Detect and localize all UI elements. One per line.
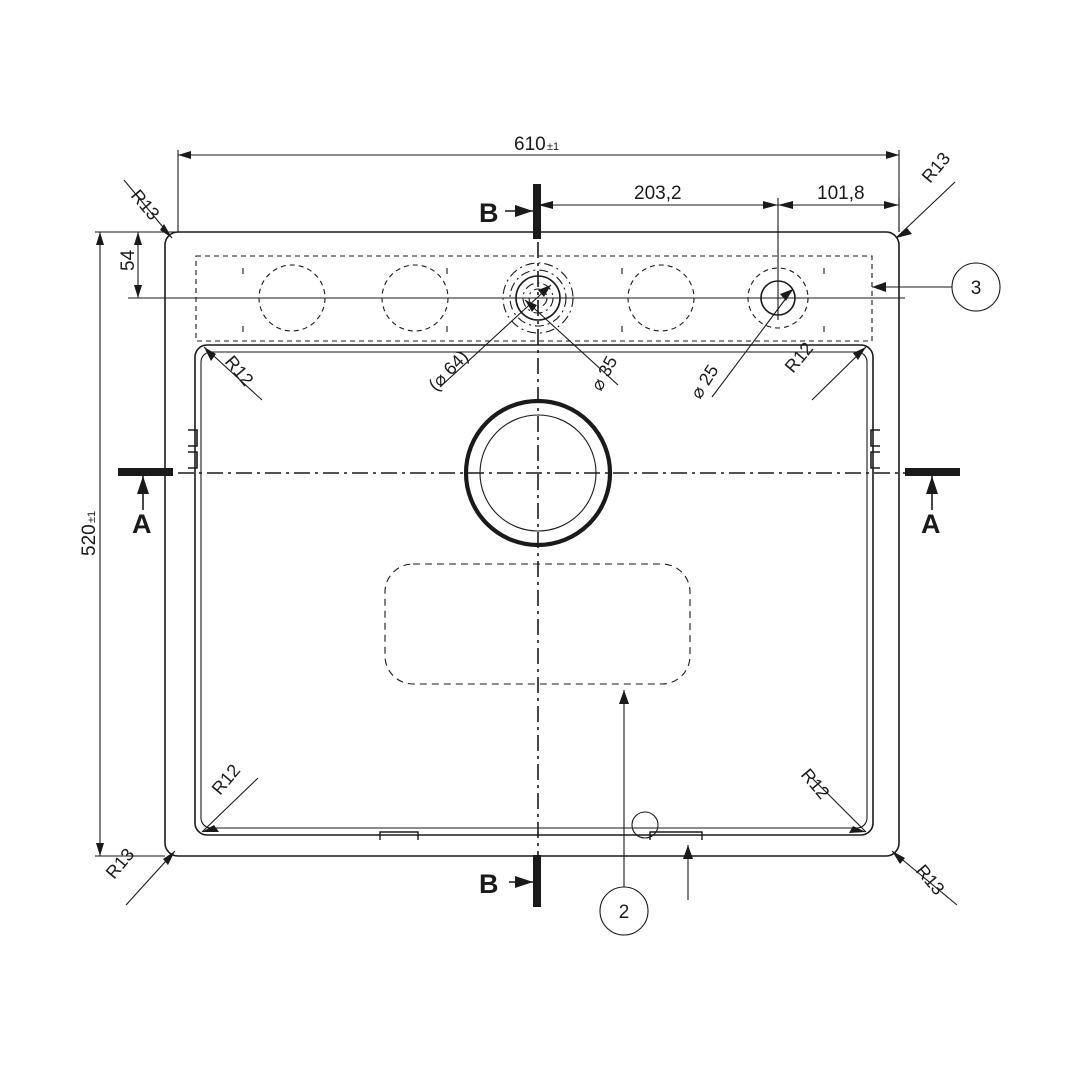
dim-520-label: 520 — [79, 524, 100, 556]
section-mark-b-bottom — [509, 855, 541, 907]
bowl-bottom-tabs — [379, 831, 703, 840]
section-mark-a-left — [118, 468, 173, 510]
label-diameter-64: (⌀ 64) — [424, 346, 472, 394]
label-diameter-35: ⌀ 35 — [587, 353, 621, 394]
deck-tick-marks — [242, 268, 825, 332]
label-r12-top-left: R12 — [221, 352, 258, 390]
label-section-a-left: A — [132, 509, 152, 539]
radius-leader-r12-top-right — [811, 346, 867, 401]
balloon-3[interactable]: 3 — [872, 262, 1001, 312]
radius-leader-r13-bottom-left — [125, 850, 176, 906]
dim-610-tolerance: ±1 — [547, 141, 559, 153]
radius-leader-r13-top-right — [895, 181, 956, 239]
label-r13-top-left: R13 — [127, 186, 164, 224]
diameter-leader-35 — [524, 299, 619, 386]
label-section-a-right: A — [921, 509, 941, 539]
radius-leader-r13-bottom-right — [891, 850, 958, 906]
balloon-2-label: 2 — [619, 902, 630, 923]
diameter-leader-64 — [439, 284, 552, 388]
dim-520-tolerance: ±1 — [86, 511, 98, 523]
label-r12-bottom-left: R12 — [208, 760, 245, 798]
label-diameter-25: ⌀ 25 — [686, 361, 722, 402]
dimension-deck-depth — [128, 231, 182, 299]
bowl-outer-wall — [194, 344, 874, 836]
label-r12-top-right: R12 — [781, 338, 818, 376]
label-r12-bottom-right: R12 — [797, 765, 834, 803]
label-section-b-bottom: B — [479, 869, 499, 899]
label-r13-bottom-left: R13 — [102, 844, 139, 882]
outer-rim-outline — [164, 231, 900, 857]
label-section-b-top: B — [479, 198, 499, 228]
balloon-2[interactable]: 2 — [599, 690, 649, 936]
bowl-inner-wall — [200, 351, 868, 829]
bottom-detail-arrow — [683, 845, 693, 900]
label-r13-top-right: R13 — [918, 148, 955, 186]
dimension-hole-spacing — [538, 198, 900, 320]
diameter-leader-25 — [711, 288, 794, 398]
balloon-3-label: 3 — [971, 278, 982, 299]
radius-leader-r12-top-left — [203, 346, 263, 401]
dimension-overall-height — [95, 231, 165, 857]
section-mark-a-right — [905, 468, 960, 510]
dim-54-label: 54 — [118, 249, 139, 271]
overflow-hole — [631, 811, 659, 839]
section-mark-b-top — [505, 184, 541, 239]
radius-leader-r12-bottom-right — [811, 777, 867, 833]
radius-leader-r12-bottom-left — [201, 777, 259, 833]
bowl-side-tabs — [188, 429, 880, 469]
radius-leader-r13-top-left — [123, 179, 173, 239]
dim-610-label: 610 — [514, 134, 546, 155]
dim-101-label: 101,8 — [817, 183, 865, 204]
dim-203-label: 203,2 — [634, 183, 682, 204]
